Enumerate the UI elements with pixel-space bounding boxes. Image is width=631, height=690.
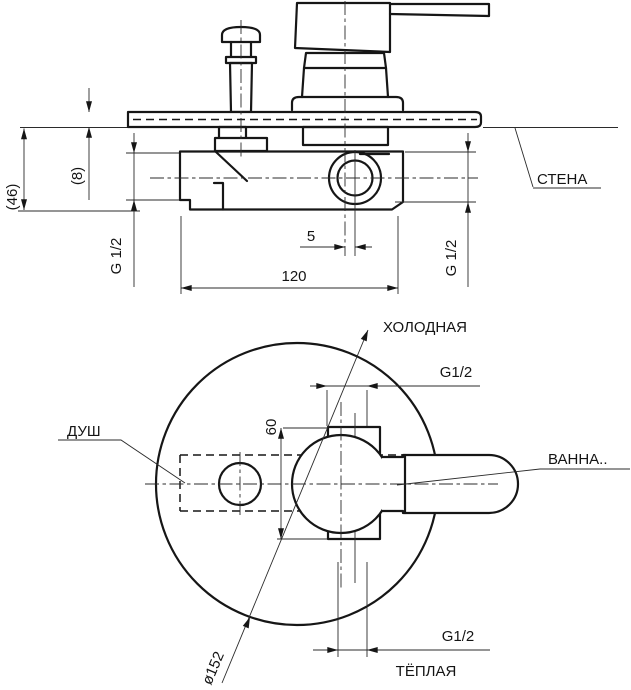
label-shower: ДУШ [67,423,101,440]
dim-thread-right: G 1/2 [443,240,460,277]
dia152-arrow-top [360,330,368,342]
dim-plate-diameter: ø152 [199,649,228,687]
dim-outlet-offset-5: 5 [307,228,315,245]
bath-leader [396,468,630,486]
dim-g12-bottom-extensions [337,562,368,657]
cartridge-retainer [301,125,390,147]
dim-body-length-120: 120 [281,268,306,285]
label-warm: ТЁПЛАЯ [396,663,457,680]
dim120-extensions [180,216,399,294]
dim-g12-top-extensions [326,390,368,426]
dim-port-spacing-60: 60 [263,419,280,436]
body-internal-step [212,181,225,211]
valve-body [178,150,405,211]
diverter-knob-stem [224,40,258,65]
cartridge-bonnet [290,95,405,112]
side-view: (46) (8) G 1/2 G 1/2 5 120 СТЕНА [4,1,618,294]
label-wall: СТЕНА [537,171,587,188]
lever-handle-side [388,2,491,18]
handle-neck-lower [300,66,390,99]
dim-thread-left: G 1/2 [108,238,125,275]
dia152-arrow-bottom [242,617,250,629]
handle-cap-side [293,1,392,54]
label-cold: ХОЛОДНАЯ [383,319,467,336]
dim-thread-bottom: G1/2 [442,628,475,645]
shower-leader [58,439,186,484]
dim-g12-right-extensions [395,151,476,203]
label-bath: ВАННА.. [548,451,608,468]
dim-thread-top: G1/2 [440,364,473,381]
body-chamfer-line [214,150,249,183]
wall-leader [514,127,601,189]
dim60-extensions [277,427,327,540]
dim-depth-46: (46) [4,184,21,211]
dim-plate-thickness-8: (8) [69,167,86,185]
front-view: G1/2 60 ø152 G1/2 ХОЛОДНАЯ ДУШ ВАННА.. Т… [58,319,630,687]
